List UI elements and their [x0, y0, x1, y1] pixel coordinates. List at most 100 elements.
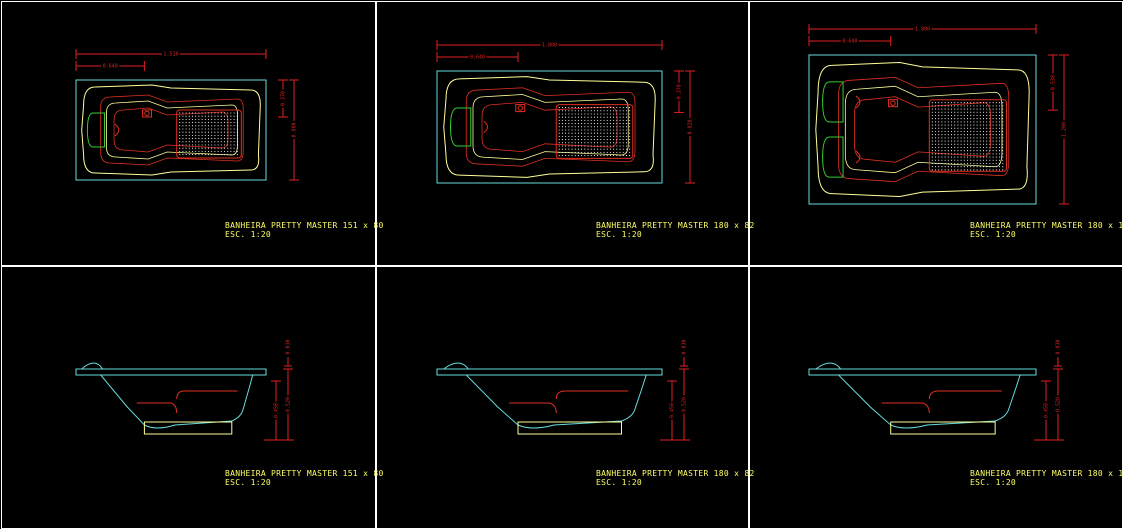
massage-dot	[179, 147, 181, 149]
massage-dot	[941, 108, 943, 110]
dimension-text: 0.520	[286, 397, 292, 412]
massage-dot	[211, 118, 213, 120]
massage-dot	[986, 108, 988, 110]
massage-dot	[568, 119, 570, 121]
massage-dot	[970, 124, 972, 126]
massage-dot	[179, 144, 181, 146]
massage-dot	[950, 143, 953, 145]
massage-dot	[581, 107, 583, 109]
massage-dot	[989, 127, 991, 129]
massage-dot	[198, 138, 200, 140]
massage-dot	[609, 139, 611, 141]
massage-dot	[185, 131, 187, 133]
drawing-scale: ESC. 1:20	[596, 230, 643, 239]
massage-dot	[593, 116, 595, 118]
inner-contour	[854, 96, 991, 163]
massage-dot	[992, 150, 994, 152]
massage-dot	[185, 144, 187, 146]
massage-dot	[986, 102, 988, 104]
massage-dot	[574, 116, 576, 118]
massage-dot	[973, 159, 975, 161]
massage-dot	[973, 121, 975, 123]
massage-dot	[619, 116, 621, 118]
massage-dot	[992, 137, 994, 139]
massage-dot	[613, 123, 615, 125]
massage-dot	[938, 114, 940, 117]
massage-dot	[970, 140, 972, 142]
massage-dot	[587, 135, 589, 137]
massage-dot	[963, 114, 965, 117]
massage-dot	[182, 115, 184, 117]
massage-dot	[616, 126, 618, 128]
massage-dot	[931, 114, 933, 117]
massage-dot	[593, 139, 595, 141]
massage-dot	[966, 134, 969, 136]
massage-dot	[970, 137, 972, 139]
massage-dot	[976, 162, 978, 165]
massage-dot	[625, 113, 627, 115]
massage-dot	[938, 124, 940, 126]
massage-dot	[597, 132, 599, 134]
massage-dot	[581, 145, 583, 147]
massage-dot	[609, 129, 611, 131]
massage-dot	[992, 111, 994, 113]
massage-dot	[976, 140, 978, 142]
massage-dot	[565, 119, 567, 121]
massage-dot	[587, 116, 589, 118]
massage-dot	[606, 123, 608, 125]
massage-dot	[963, 127, 965, 129]
massage-dot	[1002, 124, 1004, 126]
massage-dot	[603, 132, 605, 134]
massage-dot	[941, 111, 943, 113]
massage-dot	[979, 159, 981, 161]
massage-dot	[992, 159, 994, 161]
massage-dot	[616, 119, 618, 121]
massage-dot	[995, 102, 997, 104]
massage-dot	[970, 156, 972, 158]
massage-dot	[609, 145, 611, 147]
massage-dot	[236, 141, 238, 143]
massage-dot	[195, 115, 197, 117]
massage-dot	[561, 139, 563, 141]
massage-dot	[1002, 134, 1004, 136]
massage-dot	[938, 108, 940, 110]
dimension-gap	[101, 63, 120, 69]
dimension-text: 1.800	[542, 43, 557, 49]
massage-dot	[597, 148, 599, 150]
massage-dot	[593, 142, 595, 144]
massage-dot	[230, 134, 232, 136]
massage-dot	[590, 129, 592, 131]
massage-dot	[204, 131, 206, 133]
massage-dot	[230, 154, 232, 156]
massage-dot	[982, 140, 985, 142]
massage-dot	[934, 159, 937, 161]
massage-dot	[217, 144, 219, 146]
massage-dot	[957, 140, 959, 142]
massage-dot	[577, 139, 579, 141]
massage-dot	[963, 146, 965, 149]
massage-dot	[1002, 156, 1004, 158]
massage-dot	[584, 113, 586, 115]
massage-dot	[947, 121, 949, 123]
massage-dot	[609, 107, 611, 109]
massage-dot	[600, 129, 602, 131]
massage-dot	[188, 147, 190, 149]
massage-dot	[622, 116, 624, 118]
dimension-gap	[1055, 395, 1061, 414]
massage-dot	[600, 132, 602, 134]
massage-dot	[613, 142, 615, 144]
massage-dot	[207, 128, 210, 130]
massage-dot	[227, 138, 229, 140]
massage-dot	[577, 151, 579, 153]
dimension-gap	[1050, 73, 1056, 92]
massage-dot	[960, 130, 962, 133]
massage-dot	[954, 124, 956, 126]
massage-dot	[966, 153, 969, 155]
massage-dot	[233, 118, 235, 120]
dimension-text: 0.530	[1051, 75, 1057, 90]
massage-dot	[220, 118, 222, 120]
massage-dot	[195, 144, 197, 146]
massage-dot	[561, 135, 563, 137]
massage-dot	[963, 108, 965, 110]
